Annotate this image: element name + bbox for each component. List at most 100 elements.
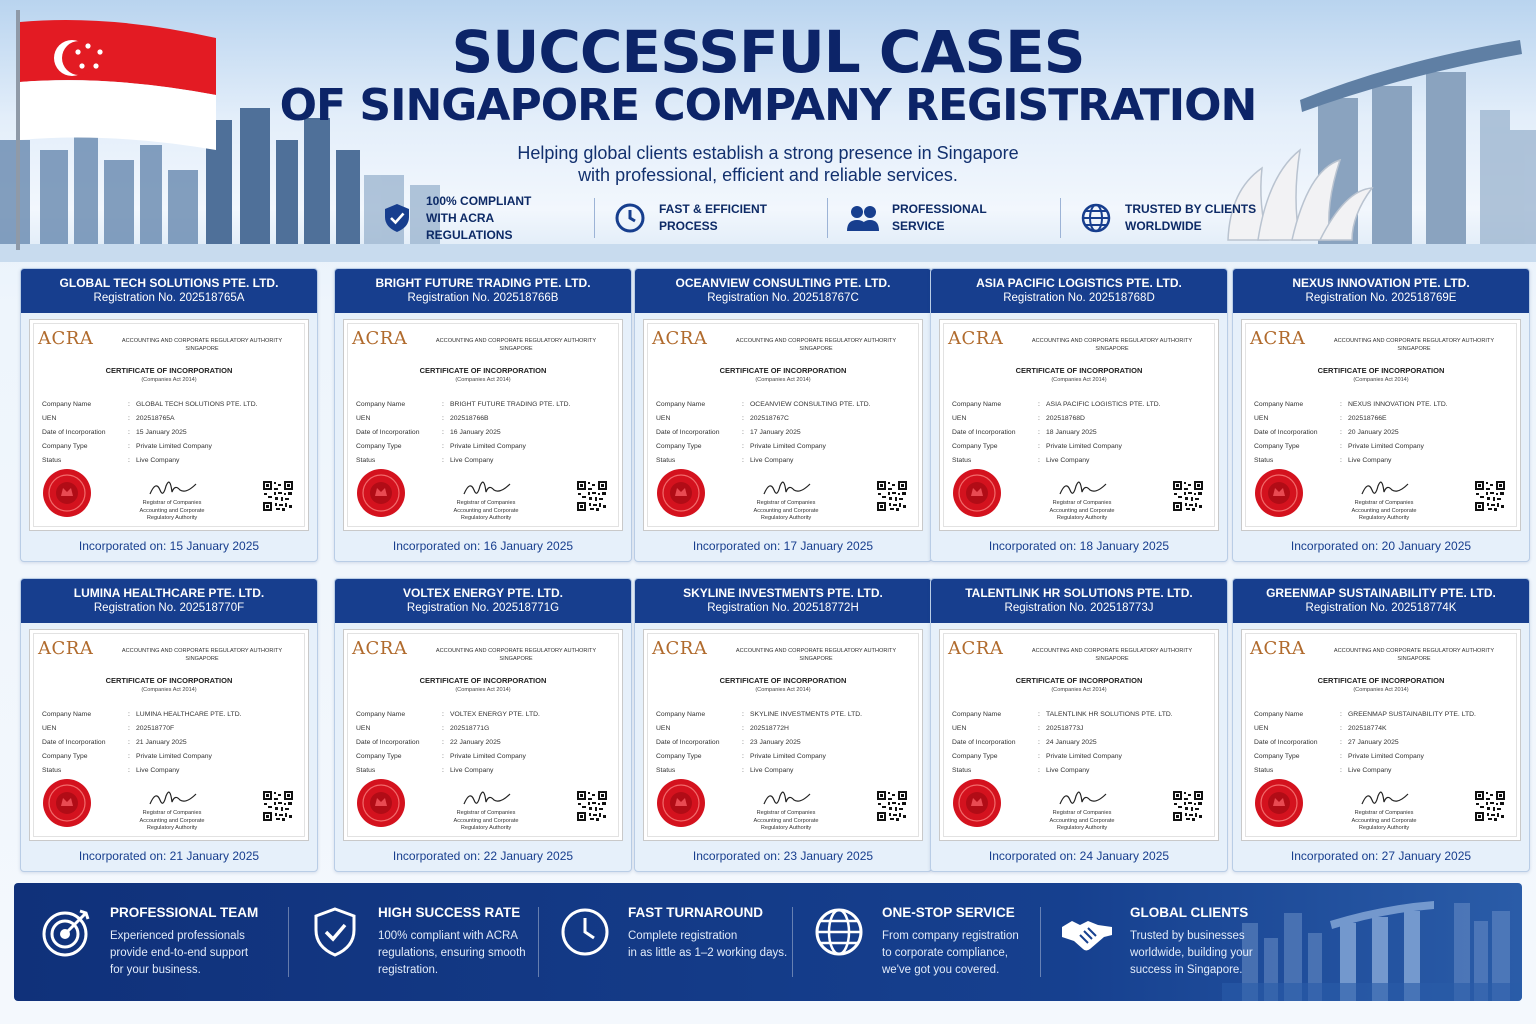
acra-logo: ACRA (948, 638, 1004, 659)
certificate-fields: Company Name:SKYLINE INVESTMENTS PTE. LT… (656, 708, 916, 778)
certificate-fields: Company Name:VOLTEX ENERGY PTE. LTD. UEN… (356, 708, 616, 778)
case-card: GREENMAP SUSTAINABILITY PTE. LTD. Regist… (1232, 578, 1530, 872)
registrar-caption: Registrar of Companies Accounting and Co… (753, 500, 819, 521)
card-header: GLOBAL TECH SOLUTIONS PTE. LTD. Registra… (21, 269, 317, 313)
registrar-caption: Registrar of Companies Accounting and Co… (139, 810, 205, 831)
field-type: Company Type:Private Limited Company (656, 753, 826, 760)
certificate-fields: Company Name:TALENTLINK HR SOLUTIONS PTE… (952, 708, 1212, 778)
field-type: Company Type:Private Limited Company (356, 443, 526, 450)
signature-icon (1361, 791, 1409, 805)
field-date: Date of Incorporation:23 January 2025 (656, 739, 801, 746)
qr-code-icon (576, 480, 608, 512)
registration-number: Registration No. 202518769E (1305, 292, 1457, 304)
red-seal-icon (1255, 779, 1303, 827)
field-type: Company Type:Private Limited Company (1254, 753, 1424, 760)
qr-code-icon (1172, 790, 1204, 822)
qr-code-icon (1474, 480, 1506, 512)
registration-number: Registration No. 202518770F (93, 602, 245, 614)
incorporated-date: Incorporated on: 16 January 2025 (392, 539, 574, 553)
signature-icon (1059, 791, 1107, 805)
authority-heading: ACCOUNTING AND CORPORATE REGULATORY AUTH… (735, 338, 897, 352)
authority-heading: ACCOUNTING AND CORPORATE REGULATORY AUTH… (1333, 648, 1495, 662)
field-status: Status:Live Company (952, 767, 1090, 774)
clock-icon (615, 203, 645, 233)
feature-fast: FAST & EFFICIENT PROCESS (594, 198, 827, 238)
field-uen: UEN:202518772H (656, 725, 789, 732)
certificate-title: CERTIFICATE OF INCORPORATION (419, 676, 547, 685)
certificate-of-incorporation: ACRA ACCOUNTING AND CORPORATE REGULATORY… (939, 319, 1219, 531)
field-uen: UEN:202518766B (356, 415, 489, 422)
registrar-caption: Registrar of Companies Accounting and Co… (139, 500, 205, 521)
page-title: SUCCESSFUL CASES (451, 18, 1085, 86)
singapore-skyline-illustration (0, 10, 1536, 262)
certificate-title: CERTIFICATE OF INCORPORATION (719, 366, 847, 375)
field-date: Date of Incorporation:22 January 2025 (356, 739, 501, 746)
company-name: BRIGHT FUTURE TRADING PTE. LTD. (375, 276, 591, 290)
acra-logo: ACRA (38, 638, 94, 659)
field-date: Date of Incorporation:16 January 2025 (356, 429, 501, 436)
field-status: Status:Live Company (1254, 767, 1392, 774)
signature-icon (149, 481, 197, 495)
case-card: OCEANVIEW CONSULTING PTE. LTD. Registrat… (634, 268, 932, 562)
authority-heading: ACCOUNTING AND CORPORATE REGULATORY AUTH… (435, 338, 597, 352)
qr-code-icon (876, 480, 908, 512)
red-seal-icon (953, 779, 1001, 827)
registration-number: Registration No. 202518773J (1004, 602, 1154, 614)
field-date: Date of Incorporation:17 January 2025 (656, 429, 801, 436)
company-name: NEXUS INNOVATION PTE. LTD. (1292, 276, 1470, 290)
card-header: NEXUS INNOVATION PTE. LTD. Registration … (1233, 269, 1529, 313)
company-name: GLOBAL TECH SOLUTIONS PTE. LTD. (59, 276, 279, 290)
card-header: TALENTLINK HR SOLUTIONS PTE. LTD. Regist… (931, 579, 1227, 623)
registrar-caption: Registrar of Companies Accounting and Co… (1049, 810, 1115, 831)
feature-compliant: 100% COMPLIANT WITH ACRA REGULATIONS (362, 194, 594, 242)
certificate-act: (Companies Act 2014) (1051, 377, 1107, 383)
field-status: Status:Live Company (356, 767, 494, 774)
certificate-title: CERTIFICATE OF INCORPORATION (1317, 676, 1445, 685)
certificate-act: (Companies Act 2014) (1353, 377, 1409, 383)
field-uen: UEN:202518774K (1254, 725, 1387, 732)
field-date: Date of Incorporation:21 January 2025 (42, 739, 187, 746)
red-seal-icon (43, 779, 91, 827)
card-header: OCEANVIEW CONSULTING PTE. LTD. Registrat… (635, 269, 931, 313)
case-card: BRIGHT FUTURE TRADING PTE. LTD. Registra… (334, 268, 632, 562)
certificate-of-incorporation: ACRA ACCOUNTING AND CORPORATE REGULATORY… (1241, 629, 1521, 841)
incorporated-date: Incorporated on: 24 January 2025 (988, 849, 1170, 863)
incorporated-date: Incorporated on: 18 January 2025 (988, 539, 1170, 553)
handshake-icon (1062, 921, 1112, 951)
certificate-fields: Company Name:LUMINA HEALTHCARE PTE. LTD.… (42, 708, 302, 778)
field-type: Company Type:Private Limited Company (42, 753, 212, 760)
case-card: ASIA PACIFIC LOGISTICS PTE. LTD. Registr… (930, 268, 1228, 562)
certificate-of-incorporation: ACRA ACCOUNTING AND CORPORATE REGULATORY… (29, 629, 309, 841)
qr-code-icon (576, 790, 608, 822)
field-uen: UEN:202518765A (42, 415, 175, 422)
globe-icon (815, 908, 863, 956)
registration-number: Registration No. 202518771G (406, 602, 560, 614)
field-status: Status:Live Company (42, 767, 180, 774)
case-card: VOLTEX ENERGY PTE. LTD. Registration No.… (334, 578, 632, 872)
incorporated-date: Incorporated on: 27 January 2025 (1290, 849, 1472, 863)
registration-number: Registration No. 202518767C (707, 292, 859, 304)
registration-number: Registration No. 202518774K (1305, 602, 1457, 614)
red-seal-icon (953, 469, 1001, 517)
field-date: Date of Incorporation:20 January 2025 (1254, 429, 1399, 436)
benefit-fast-turnaround: FAST TURNAROUND Complete registration in… (537, 883, 787, 1001)
card-header: LUMINA HEALTHCARE PTE. LTD. Registration… (21, 579, 317, 623)
card-header: GREENMAP SUSTAINABILITY PTE. LTD. Regist… (1233, 579, 1529, 623)
field-type: Company Type:Private Limited Company (952, 753, 1122, 760)
certificate-of-incorporation: ACRA ACCOUNTING AND CORPORATE REGULATORY… (643, 629, 923, 841)
certificate-title: CERTIFICATE OF INCORPORATION (1317, 366, 1445, 375)
authority-heading: ACCOUNTING AND CORPORATE REGULATORY AUTH… (1333, 338, 1495, 352)
benefit-global-clients: GLOBAL CLIENTS Trusted by businesses wor… (1040, 883, 1253, 1001)
case-card: SKYLINE INVESTMENTS PTE. LTD. Registrati… (634, 578, 932, 872)
red-seal-icon (1255, 469, 1303, 517)
acra-logo: ACRA (352, 328, 408, 349)
registrar-caption: Registrar of Companies Accounting and Co… (1351, 500, 1417, 521)
certificate-of-incorporation: ACRA ACCOUNTING AND CORPORATE REGULATORY… (343, 319, 623, 531)
certificate-title: CERTIFICATE OF INCORPORATION (1015, 676, 1143, 685)
certificate-title: CERTIFICATE OF INCORPORATION (105, 366, 233, 375)
registrar-caption: Registrar of Companies Accounting and Co… (1049, 500, 1115, 521)
certificate-act: (Companies Act 2014) (141, 687, 197, 693)
city-skyline-illustration (1222, 901, 1522, 1001)
field-status: Status:Live Company (952, 457, 1090, 464)
certificate-of-incorporation: ACRA ACCOUNTING AND CORPORATE REGULATORY… (1241, 319, 1521, 531)
